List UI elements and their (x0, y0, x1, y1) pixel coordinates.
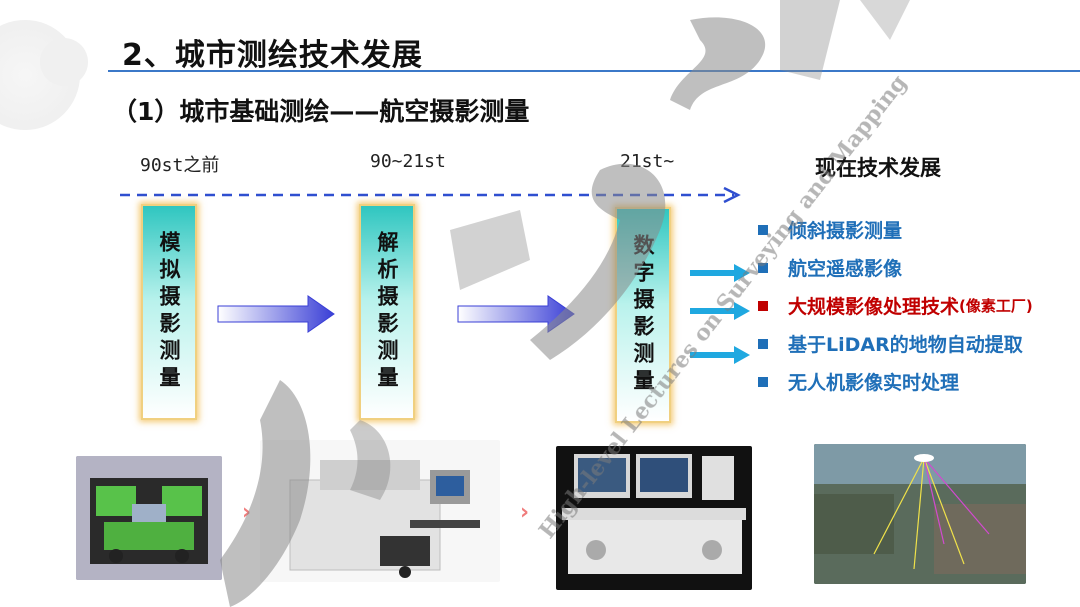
chevron-right-icon: › (242, 500, 252, 525)
era-label-1: 90st之前 (140, 155, 220, 176)
square-bullet-icon (758, 300, 768, 311)
stage-analytical-label: 解析摄影测量 (375, 231, 399, 393)
arrow-analytical-to-digital (457, 295, 575, 333)
tech-item-aerial-rs: 航空遥感影像 (758, 254, 902, 281)
tech-item-label: 倾斜摄影测量 (788, 220, 903, 242)
tech-item-pixel-factory: 大规模影像处理技术 (像素工厂) (758, 292, 1033, 319)
decorative-circle-small (40, 38, 88, 86)
square-bullet-icon (758, 376, 768, 387)
digital-workstation-photo (556, 446, 752, 590)
tech-item-label: 无人机影像实时处理 (788, 372, 960, 394)
title-underline (108, 70, 1080, 72)
tech-item-uav: 无人机影像实时处理 (758, 368, 959, 395)
era-label-2: 90~21st (370, 151, 446, 172)
stage-digital-label: 数字摄影测量 (631, 234, 655, 396)
stage-digital: 数字摄影测量 (615, 207, 671, 423)
chevron-right-icon: › (520, 500, 530, 525)
arrow-analog-to-analytical (217, 295, 335, 333)
era-label-3: 21st~ (620, 151, 675, 172)
slide-title: 2、城市测绘技术发展 (122, 38, 423, 73)
slide-subtitle: （1）城市基础测绘——航空摄影测量 (112, 97, 530, 126)
tech-item-label: 航空遥感影像 (788, 258, 903, 280)
timeline-dashed-arrow (120, 186, 741, 204)
stage-analytical: 解析摄影测量 (359, 204, 415, 420)
square-bullet-icon (758, 224, 768, 235)
tech-item-oblique: 倾斜摄影测量 (758, 216, 902, 243)
tech-item-label: 基于LiDAR的地物自动提取 (788, 334, 1023, 356)
stage-analog: 模拟摄影测量 (141, 204, 197, 420)
square-bullet-icon (758, 338, 768, 349)
tech-item-suffix: (像素工厂) (959, 297, 1033, 315)
square-bullet-icon (758, 262, 768, 273)
tech-item-label: 大规模影像处理技术 (788, 296, 960, 318)
analytical-plotter-photo (260, 440, 500, 582)
tech-pointer-arrows (690, 264, 750, 364)
uav-oblique-city-photo (814, 444, 1026, 584)
now-heading: 现在技术发展 (815, 156, 941, 180)
stage-analog-label: 模拟摄影测量 (157, 231, 181, 393)
tech-item-lidar: 基于LiDAR的地物自动提取 (758, 330, 1023, 357)
analog-plotter-photo (76, 456, 222, 580)
